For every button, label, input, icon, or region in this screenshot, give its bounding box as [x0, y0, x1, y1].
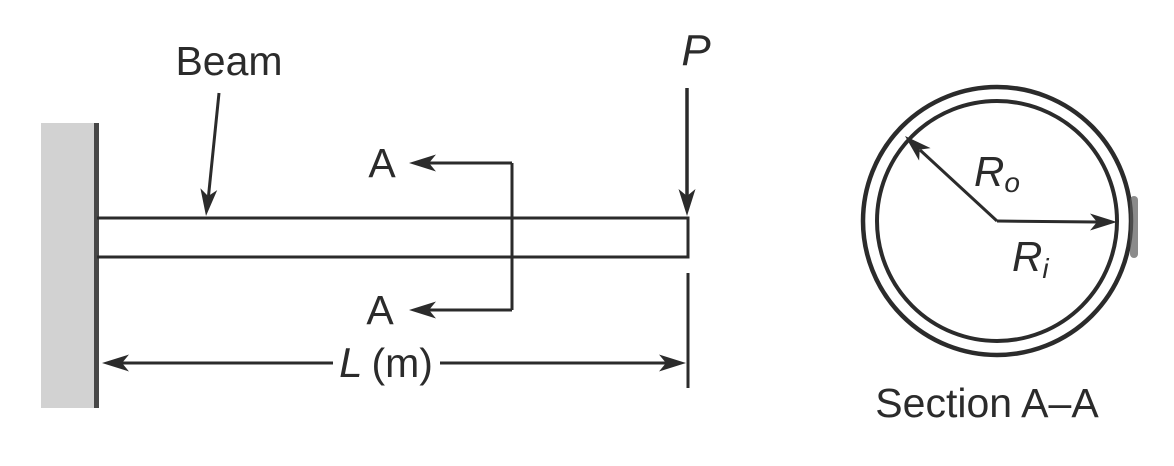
length-label: L(m) — [339, 339, 433, 386]
beam-pointer-arrowhead-icon — [200, 188, 218, 216]
section-letter-bottom: A — [366, 287, 394, 333]
inner-radius-symbol: R — [1012, 233, 1042, 280]
length-unit: (m) — [371, 340, 432, 386]
fixed-support-wall — [41, 123, 99, 408]
inner-radius-label: Ri — [1012, 233, 1049, 284]
section-caption: Section A–A — [875, 380, 1099, 426]
wall-fill — [41, 123, 95, 408]
section-arrow-top — [409, 154, 512, 172]
outer-radius-line — [918, 148, 999, 223]
outer-radius-subscript: o — [1004, 167, 1020, 198]
length-dimension: L(m) — [102, 339, 686, 386]
inner-circle — [875, 99, 1119, 343]
outer-radius-arrowhead-icon — [905, 136, 931, 161]
beam-label: Beam — [175, 38, 282, 84]
beam-outline — [97, 216, 690, 259]
dimension-arrowhead-left-icon — [102, 354, 129, 372]
beam-pointer-arrow — [200, 92, 221, 216]
inner-radius-line — [996, 219, 1098, 224]
load-arrow — [678, 88, 696, 216]
inner-radius-arrow — [996, 213, 1117, 231]
section-letter-top: A — [368, 140, 396, 186]
load-label: P — [681, 26, 711, 75]
outer-radius-arrow — [905, 136, 999, 223]
scan-smudge-artifact — [1130, 196, 1138, 258]
section-arrow-bottom-arrowhead-icon — [409, 301, 436, 319]
section-arrow-top-arrowhead-icon — [409, 154, 436, 172]
outer-radius-label: Ro — [974, 148, 1020, 198]
beam-pointer-line — [207, 92, 221, 197]
cross-section-view: Ro Ri Section A–A — [860, 84, 1138, 426]
dimension-arrowhead-right-icon — [659, 354, 686, 372]
section-arrow-bottom — [409, 301, 512, 319]
inner-radius-arrowhead-icon — [1090, 213, 1117, 231]
load-arrowhead-icon — [678, 189, 696, 216]
length-symbol: L — [339, 339, 362, 386]
outer-radius-symbol: R — [974, 148, 1004, 195]
inner-radius-subscript: i — [1042, 253, 1049, 284]
